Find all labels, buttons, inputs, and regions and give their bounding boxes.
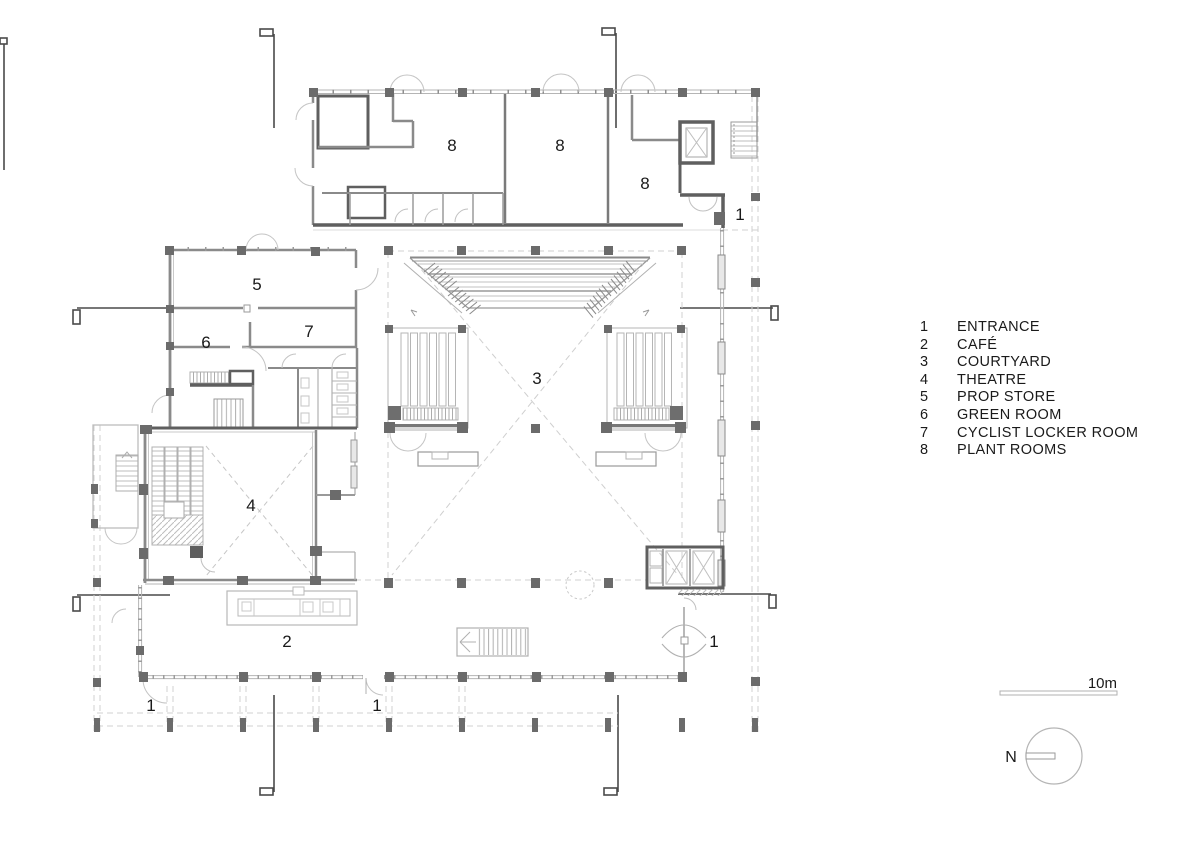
legend-label: GREEN ROOM xyxy=(957,406,1062,423)
legend-label: PROP STORE xyxy=(957,389,1056,406)
north-arrow-icon: N xyxy=(1005,727,1083,785)
courtyard-pavilion-left xyxy=(384,325,479,467)
legend: 1 ENTRANCE 2 CAFÉ 3 COURTYARD 4 THEATRE … xyxy=(920,319,1138,460)
legend-num: 2 xyxy=(920,336,929,353)
legend-num: 7 xyxy=(920,424,929,441)
legend-num: 8 xyxy=(920,442,929,459)
room-label-plant-1: 8 xyxy=(447,136,456,155)
west-annex xyxy=(91,424,139,545)
legend-num: 1 xyxy=(920,319,929,335)
tree-circle xyxy=(565,570,595,600)
room-label-cafe: 2 xyxy=(282,632,291,651)
revolving-door xyxy=(661,607,707,674)
legend-item: 4 THEATRE xyxy=(920,372,1138,390)
legend-label: ENTRANCE xyxy=(957,319,1040,335)
amphitheatre-seating xyxy=(403,256,657,319)
cafe-counter xyxy=(226,586,358,626)
legend-label: CYCLIST LOCKER ROOM xyxy=(957,424,1139,441)
plant-rooms-block xyxy=(294,73,758,228)
south-glazed-facade xyxy=(140,671,686,696)
core-stair-wc-cluster xyxy=(189,348,359,428)
room-label-courtyard: 3 xyxy=(532,369,541,388)
structural-columns xyxy=(93,88,758,732)
room-label-prop-store: 5 xyxy=(252,275,261,294)
scale-bar: 10m xyxy=(999,675,1118,696)
plaza-stair xyxy=(456,627,529,657)
foyer-cafe-zone xyxy=(111,545,725,704)
legend-item: 6 GREEN ROOM xyxy=(920,407,1138,425)
room-label-plant-3: 8 xyxy=(640,174,649,193)
prop-store-block xyxy=(151,233,379,428)
courtyard-pavilion-right xyxy=(595,325,688,467)
se-lift-block xyxy=(645,545,725,611)
legend-item: 1 ENTRANCE xyxy=(920,319,1138,337)
legend-num: 5 xyxy=(920,389,929,406)
north-label: N xyxy=(1005,749,1017,766)
room-label-entrance-ne: 1 xyxy=(735,205,744,224)
theatre-block xyxy=(139,425,358,585)
legend-num: 6 xyxy=(920,406,929,423)
legend-label: COURTYARD xyxy=(957,354,1052,371)
room-label-green-room: 6 xyxy=(201,333,210,352)
legend-label: THEATRE xyxy=(957,371,1027,388)
room-label-theatre: 4 xyxy=(246,496,255,515)
legend-num: 3 xyxy=(920,354,929,371)
legend-label: PLANT ROOMS xyxy=(957,442,1067,459)
legend-item: 5 PROP STORE xyxy=(920,389,1138,407)
west-glazed-wall xyxy=(111,585,168,704)
legend-item: 3 COURTYARD xyxy=(920,354,1138,372)
legend-label: CAFÉ xyxy=(957,336,998,353)
legend-item: 8 PLANT ROOMS xyxy=(920,442,1138,460)
legend-item: 7 CYCLIST LOCKER ROOM xyxy=(920,425,1138,443)
east-glazed-wall xyxy=(717,88,760,686)
legend-item: 2 CAFÉ xyxy=(920,337,1138,355)
room-label-entrance-se: 1 xyxy=(709,632,718,651)
courtyard xyxy=(384,256,688,600)
room-label-locker-room: 7 xyxy=(304,322,313,341)
room-label-plant-2: 8 xyxy=(555,136,564,155)
room-label-entrance-sw: 1 xyxy=(146,696,155,715)
room-label-entrance-s: 1 xyxy=(372,696,381,715)
scale-bar-label: 10m xyxy=(1088,675,1117,692)
room-number-labels: 8 8 8 1 5 6 7 3 4 2 1 1 1 xyxy=(146,136,744,715)
legend-num: 4 xyxy=(920,371,929,388)
